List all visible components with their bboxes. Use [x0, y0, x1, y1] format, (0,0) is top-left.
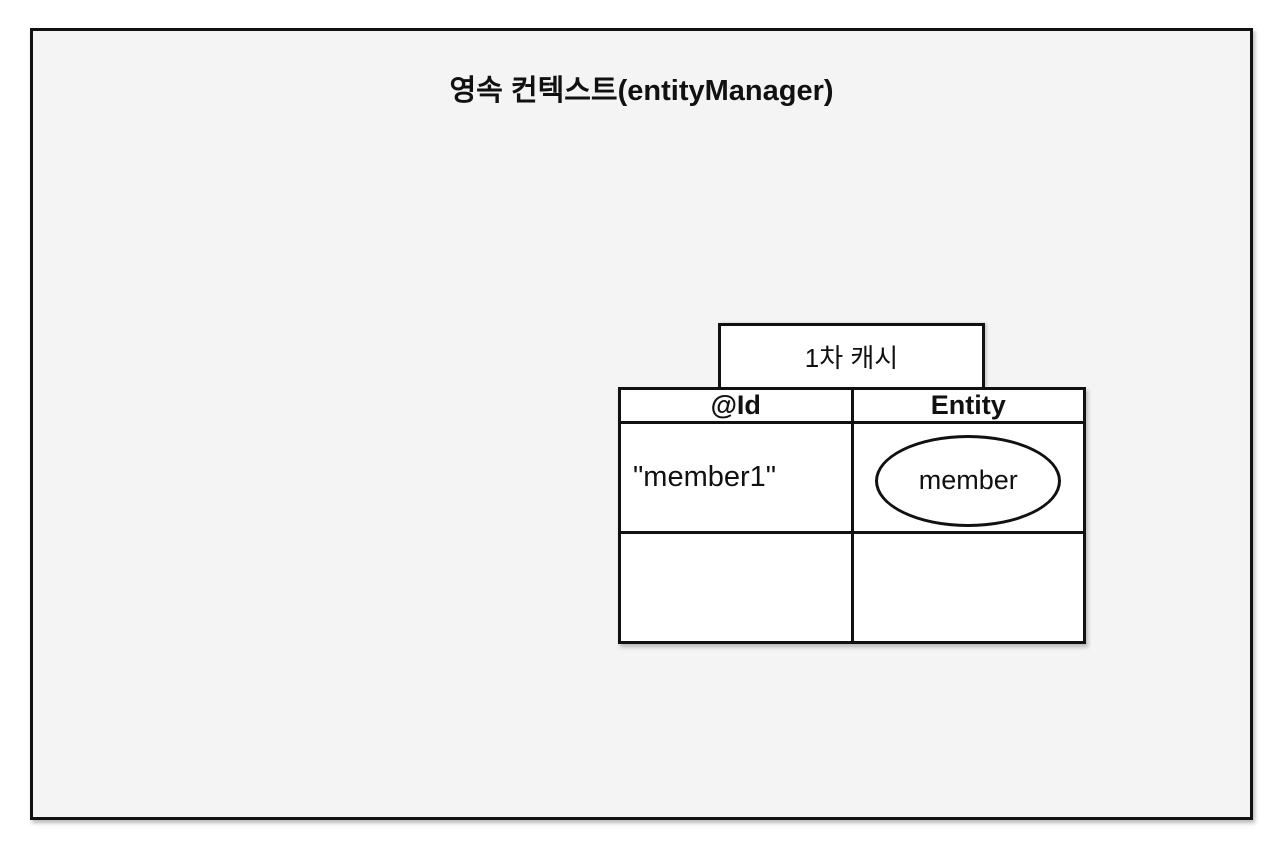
cache-table-header-row: @Id Entity — [618, 387, 1086, 424]
diagram-title: 영속 컨텍스트(entityManager) — [449, 75, 834, 107]
first-level-cache-box: 1차 캐시 — [718, 323, 985, 387]
first-level-cache-label: 1차 캐시 — [804, 343, 899, 373]
member-entity-ellipse: member — [875, 434, 1062, 527]
id-cell-row2 — [618, 531, 854, 644]
header-cell-entity: Entity — [850, 387, 1086, 424]
entity-cell-row1: member — [850, 421, 1086, 534]
table-row: "member1" member — [618, 421, 1086, 534]
entity-cell-row2 — [850, 531, 1086, 644]
member-ellipse-label: member — [918, 465, 1018, 495]
cache-table: @Id Entity "member1" member — [618, 387, 1086, 644]
table-row — [618, 531, 1086, 644]
id-cell-row1: "member1" — [618, 421, 854, 534]
header-cell-id: @Id — [618, 387, 854, 424]
ellipse-wrap: member — [854, 429, 1084, 527]
